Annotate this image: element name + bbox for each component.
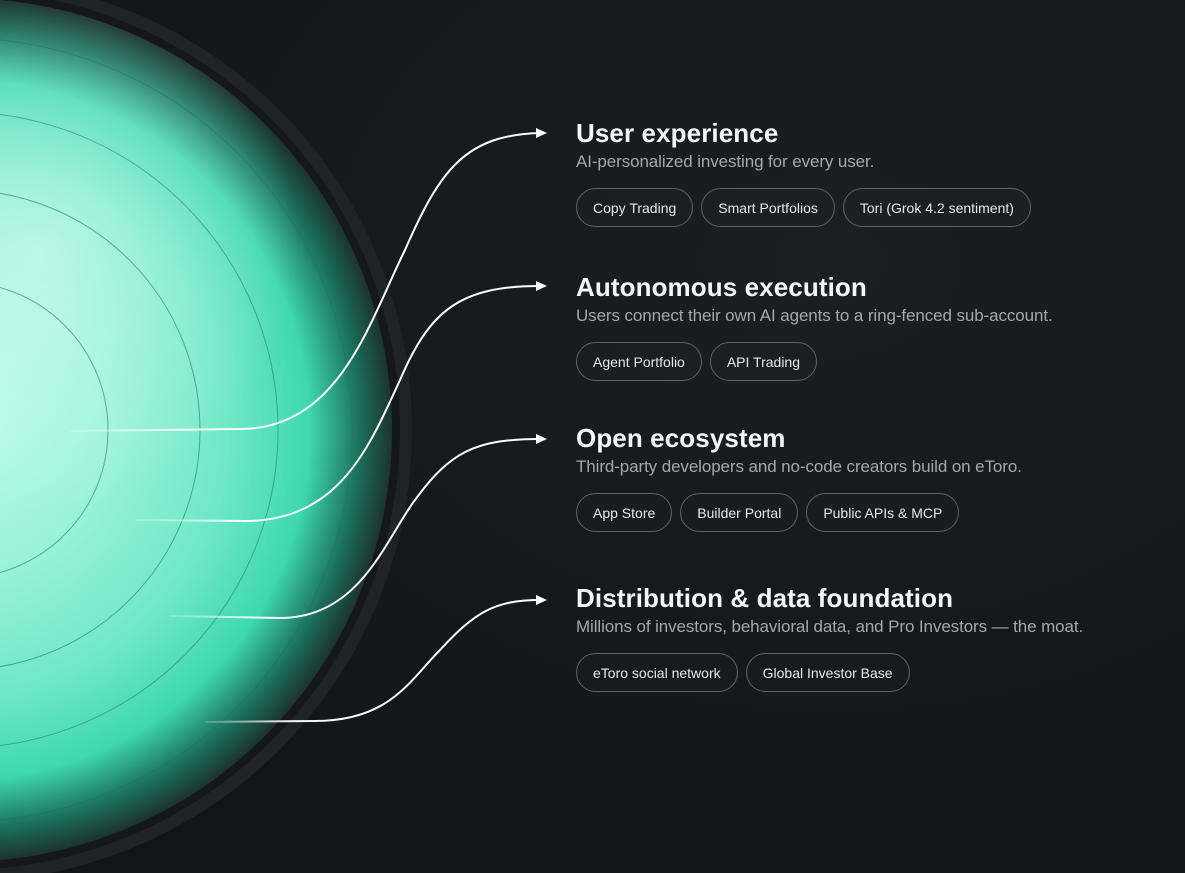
layer-title: Distribution & data foundation xyxy=(576,583,954,613)
arrowhead-icon xyxy=(536,281,547,291)
connector-user-experience xyxy=(69,132,541,432)
chip-copy-trading[interactable]: Copy Trading xyxy=(576,188,694,227)
connector-open-ecosystem xyxy=(169,438,541,620)
chip-tori[interactable]: Tori (Grok 4.2 sentiment) xyxy=(842,188,1031,227)
chip-builder-portal[interactable]: Builder Portal xyxy=(680,493,799,532)
chip-agent-portfolio[interactable]: Agent Portfolio xyxy=(576,342,702,381)
layer-distribution-data-foundation: Distribution & data foundation Millions … xyxy=(576,583,1176,692)
chip-smart-portfolios[interactable]: Smart Portfolios xyxy=(701,188,835,227)
layer-title: Open ecosystem xyxy=(576,423,786,453)
connector-autonomous-execution xyxy=(134,285,541,523)
ring-3 xyxy=(0,114,279,746)
layer-title: Autonomous execution xyxy=(576,272,867,302)
chip-group: Copy Trading Smart Portfolios Tori (Grok… xyxy=(576,188,1176,227)
chip-api-trading[interactable]: API Trading xyxy=(709,342,817,381)
chip-group: Agent Portfolio API Trading xyxy=(576,342,1176,381)
connector-distribution xyxy=(204,599,541,723)
layer-autonomous-execution: Autonomous execution Users connect their… xyxy=(576,272,1176,381)
layer-description: Users connect their own AI agents to a r… xyxy=(576,306,1053,325)
chip-group: App Store Builder Portal Public APIs & M… xyxy=(576,493,1176,532)
arrowhead-icon xyxy=(536,434,547,444)
layer-description: Third-party developers and no-code creat… xyxy=(576,457,1022,476)
chip-etoro-social-network[interactable]: eToro social network xyxy=(576,653,738,692)
layer-user-experience: User experience AI-personalized investin… xyxy=(576,118,1176,227)
ring-4 xyxy=(0,39,353,821)
layer-open-ecosystem: Open ecosystem Third-party developers an… xyxy=(576,423,1176,532)
layer-title: User experience xyxy=(576,118,779,148)
layer-description: AI-personalized investing for every user… xyxy=(576,152,875,171)
arrowhead-icon xyxy=(536,128,547,138)
arrowhead-icon xyxy=(536,595,547,605)
layer-description: Millions of investors, behavioral data, … xyxy=(576,617,1084,636)
chip-app-store[interactable]: App Store xyxy=(576,493,673,532)
chip-global-investor-base[interactable]: Global Investor Base xyxy=(745,653,910,692)
chip-public-apis-mcp[interactable]: Public APIs & MCP xyxy=(806,493,960,532)
chip-group: eToro social network Global Investor Bas… xyxy=(576,653,1176,692)
